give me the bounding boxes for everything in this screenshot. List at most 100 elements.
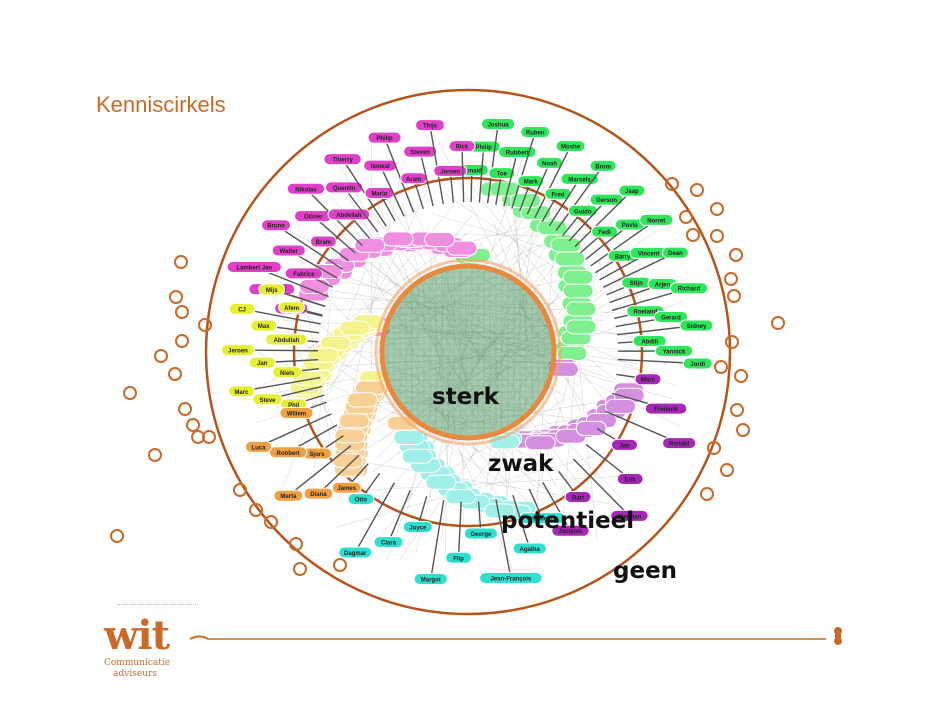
node-link [503,151,518,207]
cluster-blob [445,489,477,505]
person-node: Dagmar [338,546,373,559]
person-node: Brom [589,159,617,172]
node-label: Ronald [462,169,483,175]
person-node: Quentin [324,181,364,194]
node-label: Richard [678,287,701,293]
person-node: Ruben [520,126,551,139]
cluster-blob [338,320,370,336]
node-label: Diana [310,492,327,498]
footer-end-ornament-icon [834,627,842,645]
person-node: Bram [309,235,337,248]
page-title: Kenniscirkels [96,92,226,117]
node-link [419,151,434,207]
no-connection-dot [727,289,741,303]
cluster-blob [425,474,457,490]
node-label: Yannick [663,349,686,355]
person-node: Sidney [679,319,714,332]
person-node: Stijn [621,276,652,289]
inner-circle-strong [379,263,557,441]
node-link [590,219,657,267]
node-label: Philip [376,136,393,142]
person-node: Ismeal [363,159,398,172]
node-label: Flip [453,556,464,562]
node-label: Stijn [630,281,643,287]
person-node: Joshua [480,117,516,130]
node-label: Margot [421,577,441,583]
cluster-blob [393,429,425,445]
person-node: James [331,481,362,494]
no-connection-dot [264,515,278,529]
node-link [241,376,321,392]
cluster-blob [382,231,414,247]
node-link [343,186,379,233]
node-link [430,499,445,580]
no-connection-dot [202,430,216,444]
connection-line [335,448,620,528]
node-link [457,501,462,558]
cluster-blob [334,428,366,444]
node-label: Rick [456,145,469,151]
person-node: Max [250,319,278,332]
node-label: Ruben [526,131,545,137]
person-node: Rick [448,140,476,153]
node-label: Afem [284,306,299,312]
node-label: CJ [238,307,246,313]
cluster-blob [536,220,568,236]
node-label: Roeland [634,310,658,316]
cluster-blob [562,269,594,285]
label-potential: potentieel [501,508,635,534]
person-node: Nikolas [286,182,326,195]
node-label: Dagmar [344,551,367,557]
node-link [478,146,485,203]
node-link [317,454,360,495]
person-node: Steve [252,393,283,406]
node-label: Vincent [638,251,660,257]
node-label: Philip [475,145,492,151]
no-connection-dot [169,290,183,304]
label-none: geen [613,558,678,584]
node-label: Nikolas [295,187,317,193]
person-node: Olivier [294,210,333,223]
node-label: Erik [625,477,637,483]
person-node: Niels [272,366,303,379]
person-node: Marta [273,489,304,502]
no-connection-dot [707,441,721,455]
node-label: Fedi [598,230,611,236]
person-node: Jordi [682,357,713,370]
person-node: Vincent [629,246,668,259]
person-node: Aram [400,172,428,185]
person-node: Clara [373,536,404,549]
no-connection-dot [734,369,748,383]
no-connection-dot [665,177,679,191]
node-label: Gerson [596,198,617,204]
node-link [572,458,630,517]
no-connection-dot [714,360,728,374]
label-weak: zwak [488,451,554,477]
node-label: Marc [234,390,249,396]
node-label: Fred [552,192,565,198]
node-label: Joshua [488,122,510,128]
person-node: Afem [278,301,306,314]
person-node: Toe [488,167,516,180]
no-connection-dot [710,229,724,243]
node-label: Rubbert [506,150,529,156]
no-connection-dot [289,537,303,551]
person-node: Otto [347,493,375,506]
node-label: Toe [497,172,508,178]
person-node: Jeroen [433,164,468,177]
node-link [555,165,604,232]
cluster-blob [524,435,556,451]
node-link [342,158,387,227]
node-label: Steven [410,150,430,156]
logo-wordmark: wit [104,612,170,659]
node-label: Thijs [423,124,438,130]
node-label: Clara [381,541,397,547]
person-node: Robbert [268,446,308,459]
person-node: Mijs [258,283,286,296]
no-connection-dot [720,463,734,477]
node-link [275,224,344,270]
node-label: Jordi [690,362,705,368]
person-node: Jan [611,438,639,451]
no-connection-dot [333,558,347,572]
node-label: Willem [287,411,306,417]
